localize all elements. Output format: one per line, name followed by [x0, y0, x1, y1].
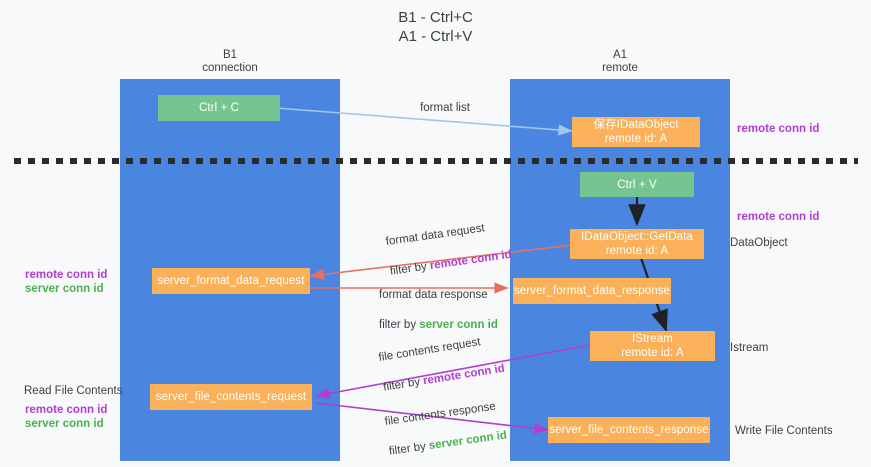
annotation-left-file-server-conn-id: server conn id — [25, 418, 104, 430]
edge-label-file-contents-response: file contents response filter by server … — [382, 384, 508, 460]
lane-header-b1: B1 connection — [202, 49, 258, 74]
edge-label-format-data-response-key: server conn id — [419, 319, 498, 331]
diagram-title: B1 - Ctrl+C A1 - Ctrl+V — [398, 9, 473, 45]
edge-label-format-data-request: format data request filter by remote con… — [383, 203, 513, 279]
edge-label-file-contents-response-line2: filter by — [388, 440, 430, 458]
node-server-format-data-response[interactable]: server_format_data_response — [513, 278, 671, 304]
edge-label-file-contents-response-line1: file contents response — [384, 400, 497, 429]
node-server-file-contents-request[interactable]: server_file_contents_request — [150, 384, 312, 410]
lane-header-a1: A1 remote — [602, 49, 638, 74]
annotation-dataobject: DataObject — [730, 237, 788, 249]
edge-label-file-contents-request-line2: filter by — [382, 375, 425, 394]
edge-label-format-list: format list — [420, 102, 470, 114]
edge-label-format-data-response-line1: format data response — [379, 289, 488, 301]
edge-label-format-data-response: format data response filter by server co… — [379, 273, 498, 333]
edge-label-format-data-request-key: remote conn id — [429, 248, 513, 273]
edge-label-format-data-request-line1: format data request — [385, 222, 486, 249]
node-ctrl-v[interactable]: Ctrl + V — [580, 172, 694, 197]
annotation-left-file-remote-conn-id: remote conn id — [25, 404, 108, 416]
node-istream[interactable]: IStream remote id: A — [590, 331, 715, 361]
node-ctrl-c[interactable]: Ctrl + C — [158, 95, 280, 121]
annotation-write-file-contents: Write File Contents — [735, 425, 833, 437]
annotation-left-remote-conn-id: remote conn id — [25, 269, 108, 281]
annotation-read-file-contents: Read File Contents — [24, 385, 123, 397]
edge-label-file-contents-response-key: server conn id — [428, 429, 508, 453]
node-server-format-data-request[interactable]: server_format_data_request — [152, 268, 310, 294]
node-save-idataobject[interactable]: 保存IDataObject remote id: A — [572, 117, 700, 147]
annotation-left-server-conn-id: server conn id — [25, 283, 104, 295]
node-server-file-contents-response[interactable]: server_file_contents_response — [548, 417, 710, 443]
annotation-istream: Istream — [730, 342, 769, 354]
edge-label-format-data-response-line2: filter by — [379, 319, 420, 331]
edge-label-file-contents-request-line1: file contents request — [377, 336, 482, 365]
annotation-remote-conn-id-top: remote conn id — [737, 123, 820, 135]
node-idataobject-getdata[interactable]: IDataObject::GetData remote id: A — [570, 229, 704, 259]
annotation-remote-conn-id-getdata: remote conn id — [737, 211, 820, 223]
